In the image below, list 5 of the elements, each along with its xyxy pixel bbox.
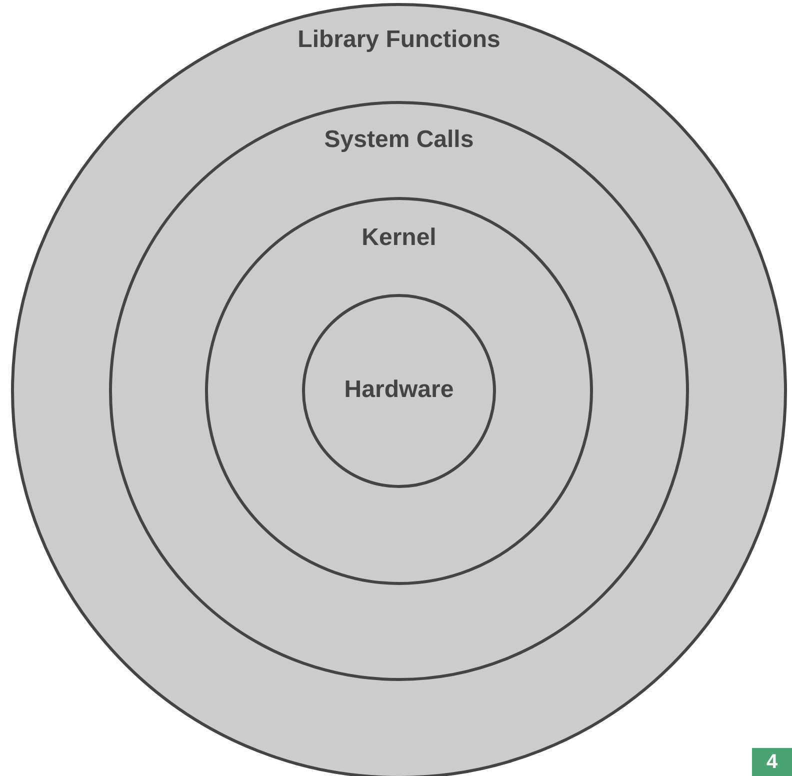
page-number: 4 [752, 748, 792, 776]
layer-label: Hardware [343, 376, 455, 404]
layer-label: Library Functions [296, 26, 502, 54]
layer-label: System Calls [323, 126, 475, 154]
layer-label: Kernel [360, 224, 438, 252]
